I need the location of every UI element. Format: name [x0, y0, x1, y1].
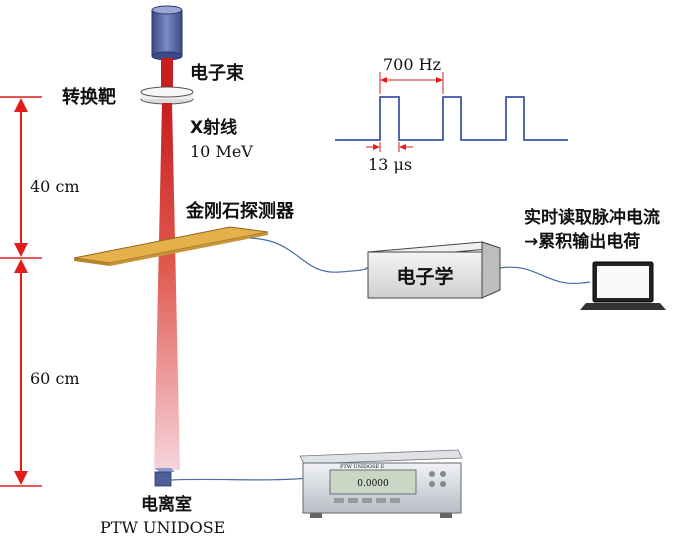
xray-beam [154, 103, 180, 470]
ion-chamber-cube [154, 468, 175, 487]
cables [170, 237, 591, 481]
electron-beam [161, 58, 173, 90]
electron-gun-icon [151, 5, 183, 61]
pulse-train [335, 72, 568, 152]
label-xray: X射线 [190, 117, 237, 138]
device-display: 0.0000 [357, 479, 389, 489]
label-electron-beam: 电子束 [190, 62, 245, 84]
converter-target [140, 86, 194, 105]
label-xray-energy: 10 MeV [190, 142, 253, 161]
label-readout-line1: 实时读取脉冲电流 [524, 207, 660, 228]
label-pulse-frequency: 700 Hz [383, 55, 441, 74]
distance-arrows [0, 96, 42, 487]
label-ion-chamber-model: PTW UNIDOSE [100, 518, 225, 537]
diamond-detector-plate [73, 226, 269, 266]
label-distance-upper: 40 cm [30, 177, 80, 196]
label-ion-chamber: 电离室 [141, 494, 192, 515]
label-converter-target: 转换靶 [62, 86, 116, 108]
laptop-icon [580, 261, 666, 310]
electronics-box [367, 241, 501, 299]
device-brand: PTW UNIDOSE E [340, 464, 385, 470]
label-pulse-width: 13 μs [368, 155, 412, 174]
label-distance-lower: 60 cm [30, 369, 80, 388]
electrometer-icon: 0.0000 PTW UNIDOSE E [299, 449, 463, 518]
label-electronics: 电子学 [396, 265, 453, 288]
label-diamond-detector: 金刚石探测器 [185, 200, 295, 222]
label-readout-line2: →累积输出电荷 [524, 231, 640, 252]
